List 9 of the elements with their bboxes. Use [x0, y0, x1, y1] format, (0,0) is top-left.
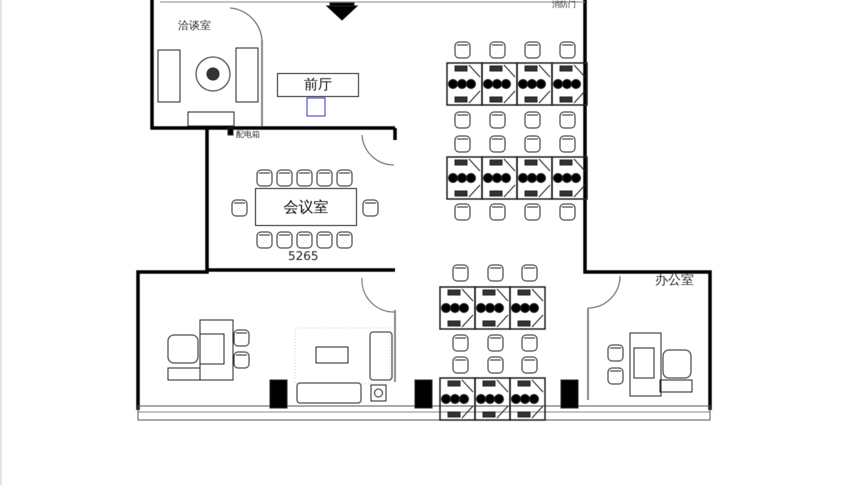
room-name: 洽谈室	[178, 20, 211, 32]
room-name: 会议室	[284, 198, 328, 216]
equipment-label: 配电箱	[236, 131, 260, 140]
dimension-label: 5265	[288, 250, 319, 264]
reception-desk	[277, 73, 359, 97]
room-name: 前厅	[304, 76, 332, 94]
room-name: 办公室	[655, 274, 694, 288]
conference-table	[255, 188, 357, 226]
door-label: 消防门	[552, 1, 576, 10]
